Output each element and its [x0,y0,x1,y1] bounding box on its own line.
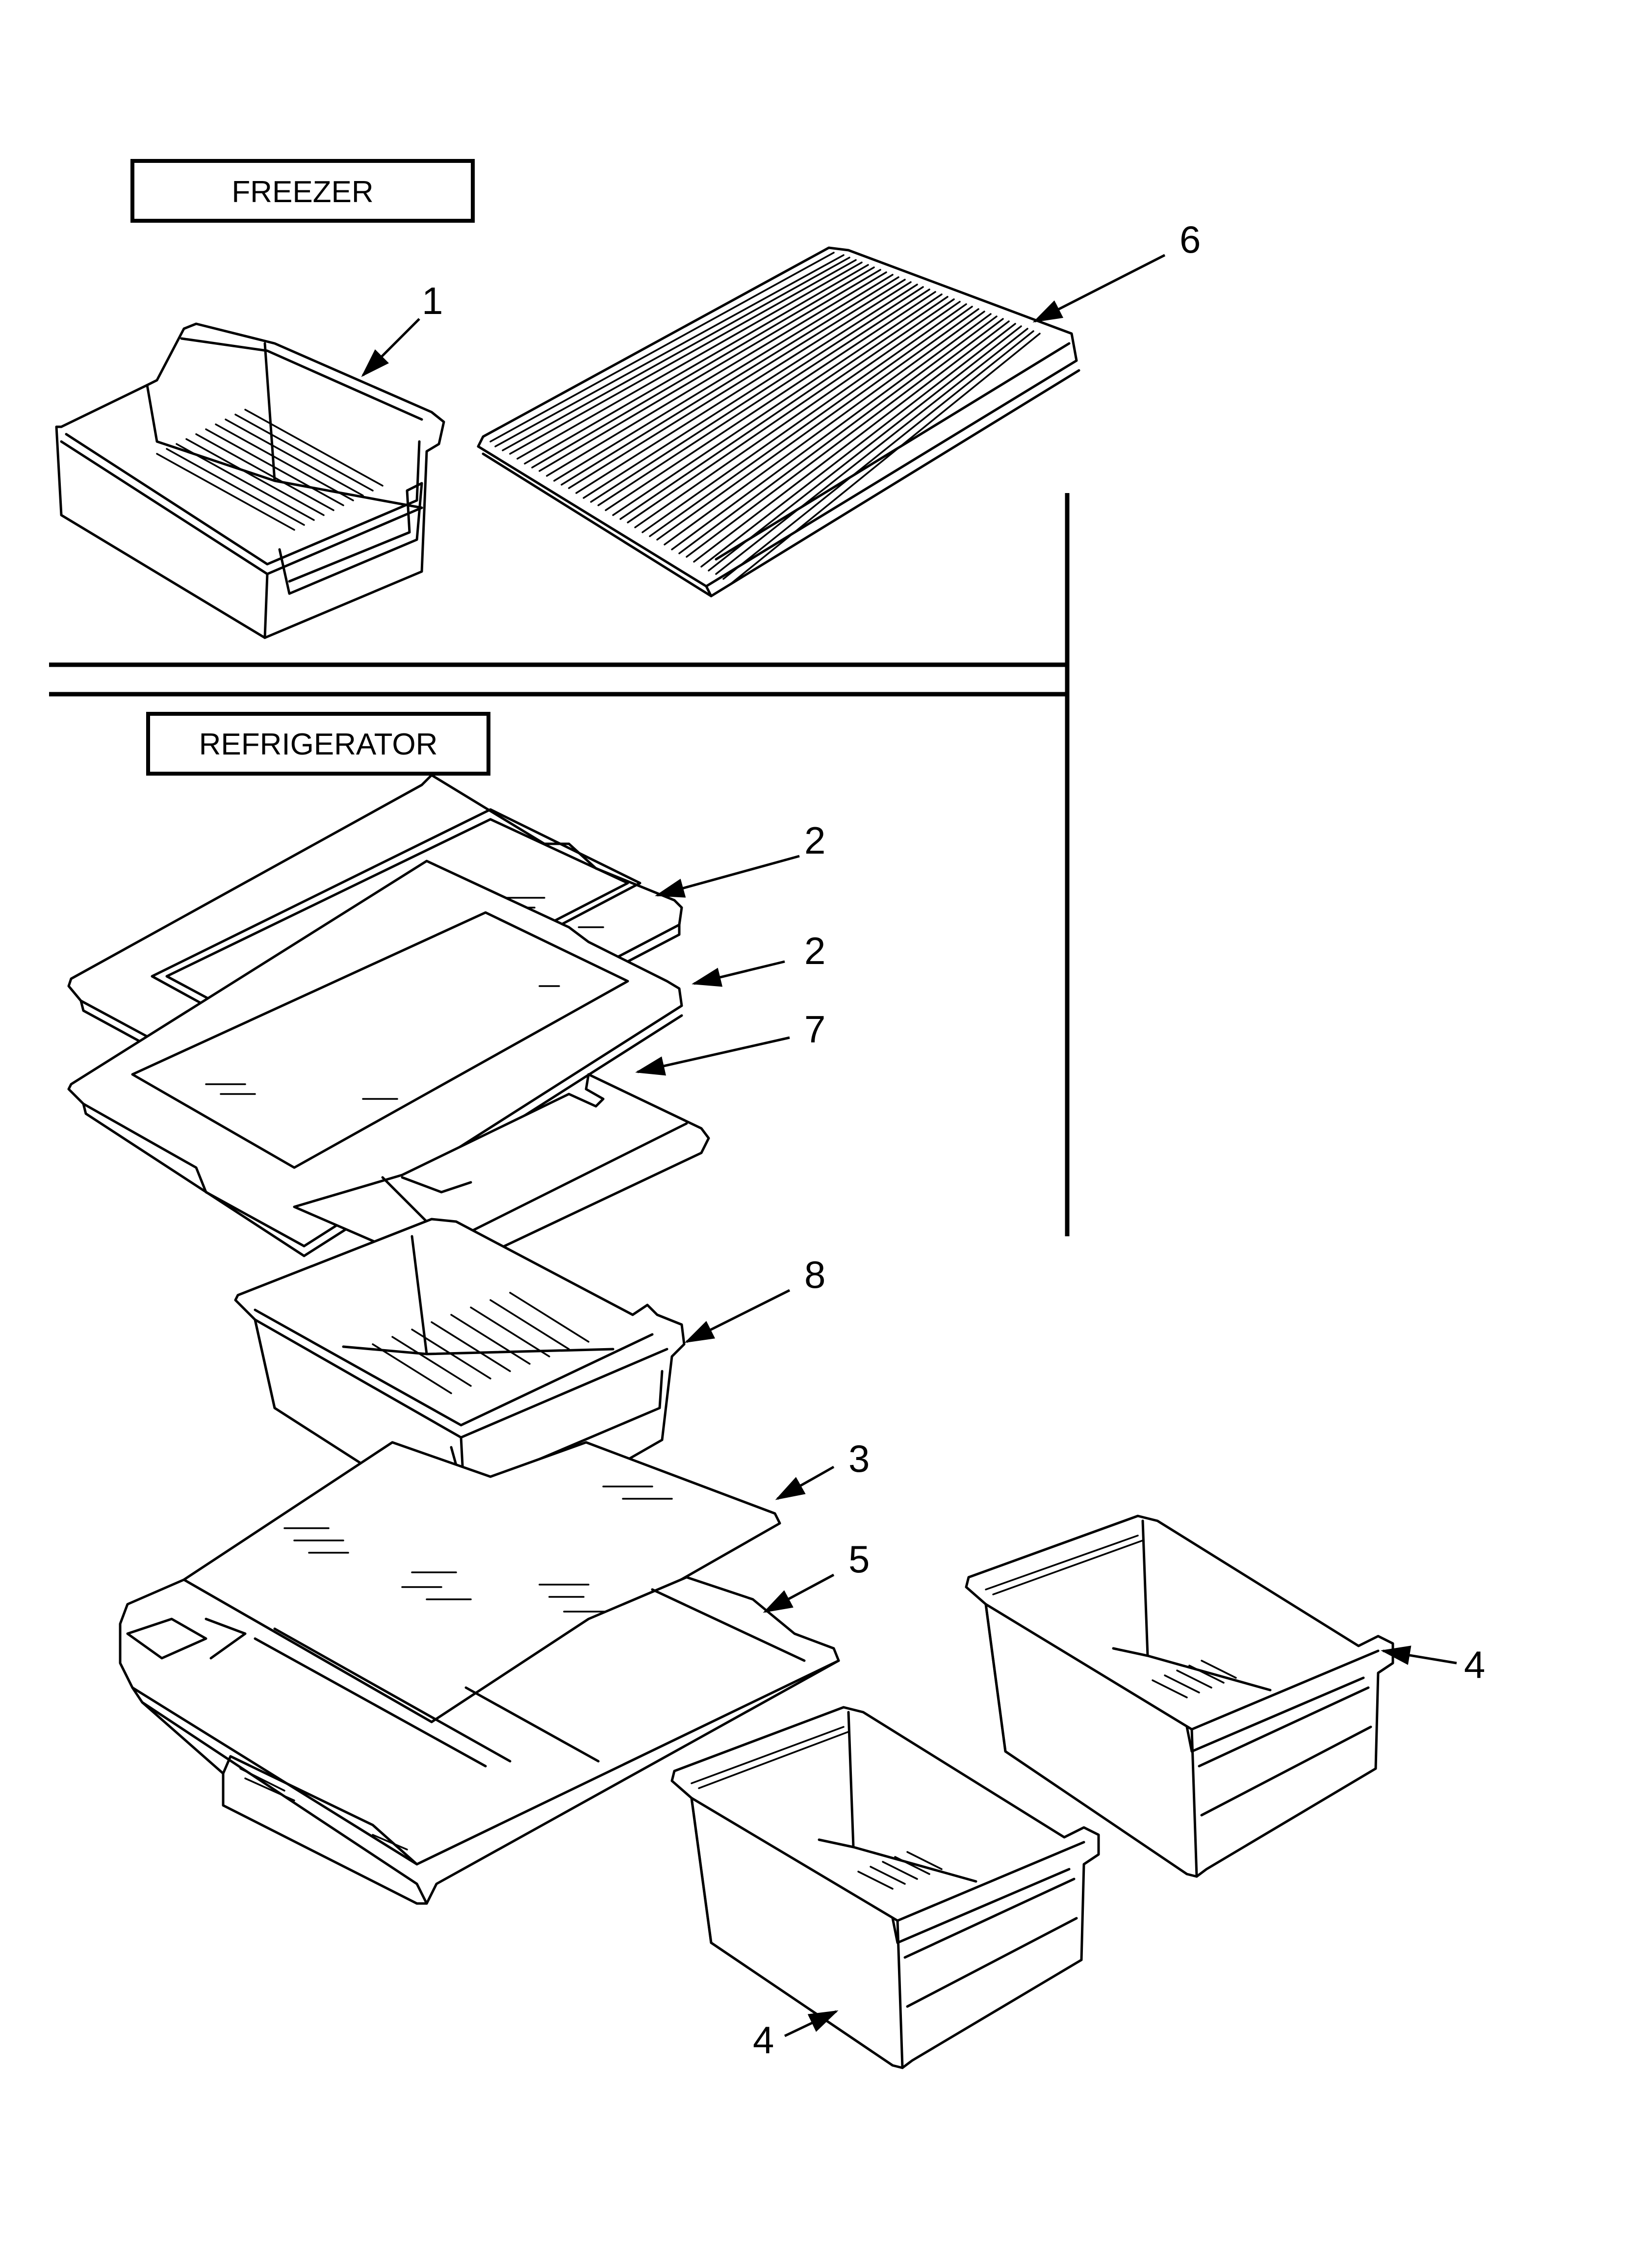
refrigerator-section-label: REFRIGERATOR [146,712,490,776]
glass-reflection-marks-lower [205,985,560,1100]
callout-2-top: 2 [804,819,825,862]
refrigerator-label-text: REFRIGERATOR [199,728,438,761]
callout-5: 5 [848,1538,870,1581]
part-4-crisper-drawer-right [965,1514,1394,1878]
part-4-crisper-drawer-left [670,1706,1100,2069]
drawer-floor-ribs [372,1292,590,1394]
freezer-section-label: FREEZER [130,159,475,223]
part-5-crisper-frame [119,1576,840,1905]
callout-6: 6 [1180,218,1201,261]
cover-reflection-marks [283,1486,673,1613]
callout-4-left: 4 [753,2018,774,2061]
callout-7: 7 [804,1008,825,1051]
callout-numbers: 1 6 2 2 7 8 3 5 4 4 [422,218,1485,2061]
freezer-label-text: FREEZER [231,175,373,209]
callout-3: 3 [848,1437,870,1480]
part-6-wire-shelf [477,246,1080,598]
right-drawer-floor-ribs [1152,1660,1237,1698]
callout-leaders [361,254,1457,2037]
callout-1: 1 [422,279,443,322]
basket-floor-ribs [156,409,384,531]
part-2-glass-shelf-lower [67,860,683,1257]
section-divider [49,493,1070,1236]
part-1-freezer-basket [55,322,445,639]
shelf-wires [489,252,1041,585]
callout-4-right: 4 [1464,1643,1485,1686]
callout-8: 8 [804,1253,825,1296]
callout-2-lower: 2 [804,929,825,972]
left-drawer-floor-ribs [857,1851,943,1890]
